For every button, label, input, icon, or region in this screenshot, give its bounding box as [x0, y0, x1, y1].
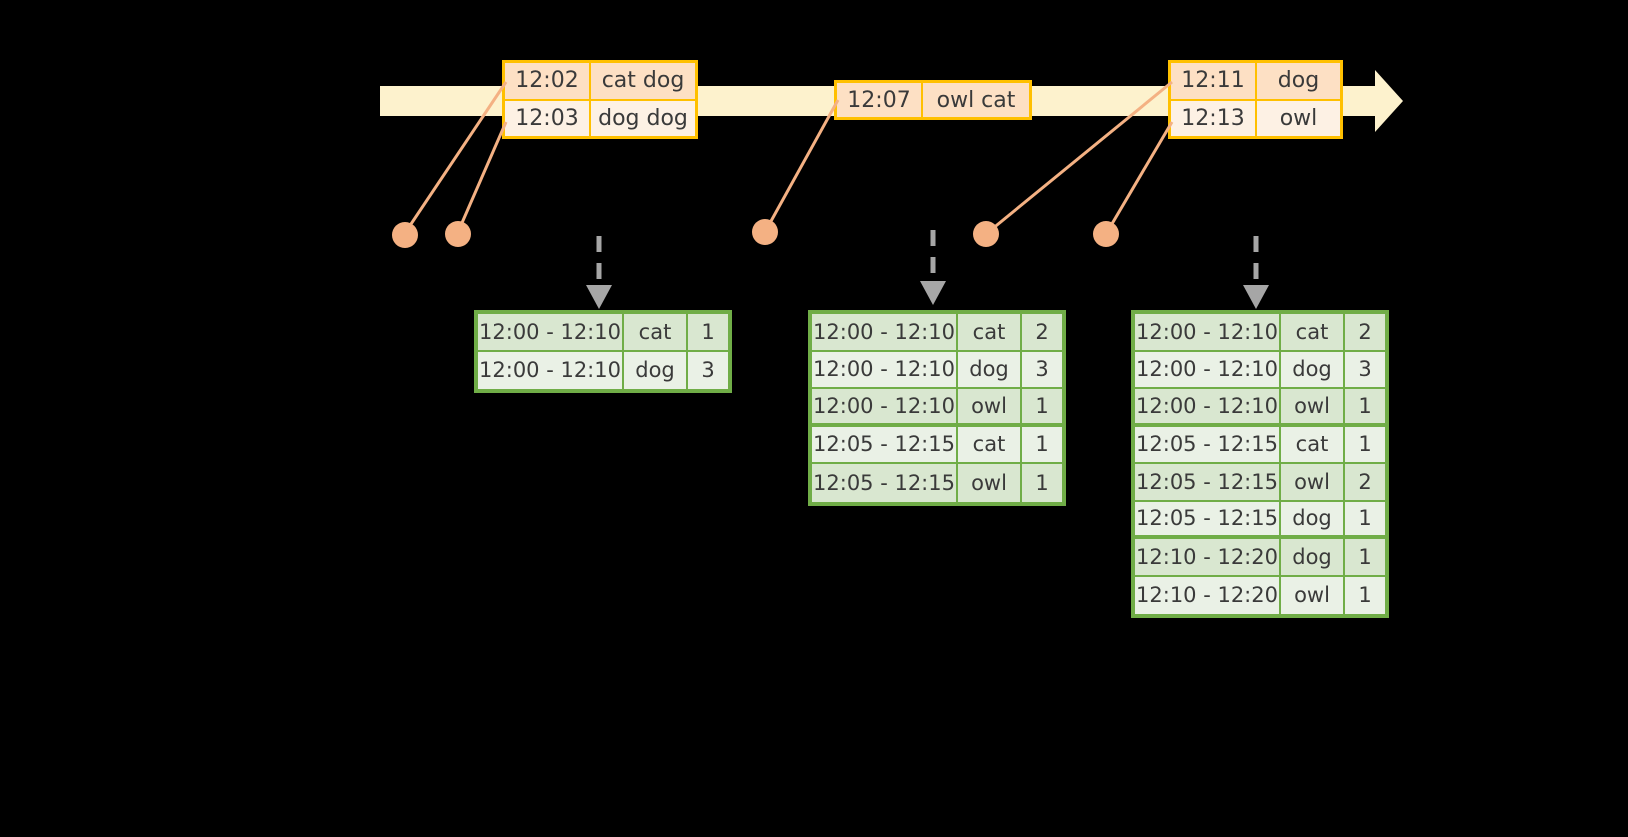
cell-word: dog: [1281, 351, 1345, 389]
cell-window: 12:00 - 12:10: [812, 314, 958, 352]
cell-count: 3: [688, 351, 728, 389]
connector-dot: [752, 219, 778, 245]
event-box-2[interactable]: 12:07 owl cat: [834, 80, 1032, 120]
event-time: 12:03: [505, 100, 591, 136]
cell-count: 1: [1022, 426, 1062, 464]
cell-word: cat: [958, 314, 1022, 352]
cell-word: dog: [958, 351, 1022, 389]
event-time: 12:02: [505, 63, 591, 99]
cell-count: 2: [1345, 464, 1385, 502]
cell-count: 1: [1345, 539, 1385, 577]
connector-line: [1104, 121, 1174, 235]
cell-word: dog: [1281, 501, 1345, 539]
cell-window: 12:00 - 12:10: [478, 314, 624, 352]
cell-word: owl: [1281, 389, 1345, 427]
cell-window: 12:10 - 12:20: [1135, 576, 1281, 614]
cell-count: 1: [688, 314, 728, 352]
cell-window: 12:00 - 12:10: [478, 351, 624, 389]
cell-word: owl: [1281, 576, 1345, 614]
cell-window: 12:05 - 12:15: [1135, 426, 1281, 464]
cell-window: 12:00 - 12:10: [1135, 314, 1281, 352]
event-words: owl cat: [923, 83, 1029, 117]
cell-count: 1: [1022, 464, 1062, 502]
dashed-arrow-head: [586, 285, 612, 309]
cell-window: 12:00 - 12:10: [812, 351, 958, 389]
connector-dot: [392, 222, 418, 248]
cell-count: 1: [1345, 501, 1385, 539]
cell-count: 1: [1345, 389, 1385, 427]
cell-count: 1: [1345, 426, 1385, 464]
connector-dot: [445, 221, 471, 247]
cell-window: 12:00 - 12:10: [1135, 389, 1281, 427]
event-row: 12:07 owl cat: [837, 83, 1029, 117]
cell-count: 1: [1345, 576, 1385, 614]
event-row: 12:02 cat dog: [505, 63, 695, 101]
timeline-arrowhead: [1375, 70, 1403, 132]
event-row: 12:03 dog dog: [505, 100, 695, 136]
cell-count: 3: [1022, 351, 1062, 389]
cell-window: 12:05 - 12:15: [1135, 501, 1281, 539]
event-words: dog dog: [591, 100, 695, 136]
cell-word: owl: [1281, 464, 1345, 502]
cell-word: cat: [624, 314, 688, 352]
dashed-arrow-head: [920, 281, 946, 305]
cell-word: owl: [958, 464, 1022, 502]
cell-window: 12:10 - 12:20: [1135, 539, 1281, 577]
event-box-3[interactable]: 12:11 dog 12:13 owl: [1168, 60, 1343, 139]
event-time: 12:07: [837, 83, 923, 117]
connector-line: [456, 121, 508, 233]
cell-count: 2: [1022, 314, 1062, 352]
cell-word: cat: [1281, 314, 1345, 352]
cell-count: 1: [1022, 389, 1062, 427]
cell-count: 2: [1345, 314, 1385, 352]
event-time: 12:11: [1171, 63, 1257, 99]
connector-dot: [973, 221, 999, 247]
cell-window: 12:05 - 12:15: [1135, 464, 1281, 502]
cell-window: 12:05 - 12:15: [812, 464, 958, 502]
event-words: owl: [1257, 100, 1340, 136]
event-row: 12:13 owl: [1171, 100, 1340, 136]
event-words: cat dog: [591, 63, 695, 99]
connector-line: [763, 99, 840, 233]
cell-word: owl: [958, 389, 1022, 427]
cell-window: 12:00 - 12:10: [1135, 351, 1281, 389]
event-time: 12:13: [1171, 100, 1257, 136]
cell-window: 12:05 - 12:15: [812, 426, 958, 464]
connector-dot: [1093, 221, 1119, 247]
cell-word: cat: [1281, 426, 1345, 464]
cell-word: cat: [958, 426, 1022, 464]
cell-window: 12:00 - 12:10: [812, 389, 958, 427]
dashed-arrow-head: [1243, 285, 1269, 309]
event-words: dog: [1257, 63, 1340, 99]
event-row: 12:11 dog: [1171, 63, 1340, 101]
cell-word: dog: [624, 351, 688, 389]
cell-count: 3: [1345, 351, 1385, 389]
cell-word: dog: [1281, 539, 1345, 577]
event-box-1[interactable]: 12:02 cat dog 12:03 dog dog: [502, 60, 698, 139]
